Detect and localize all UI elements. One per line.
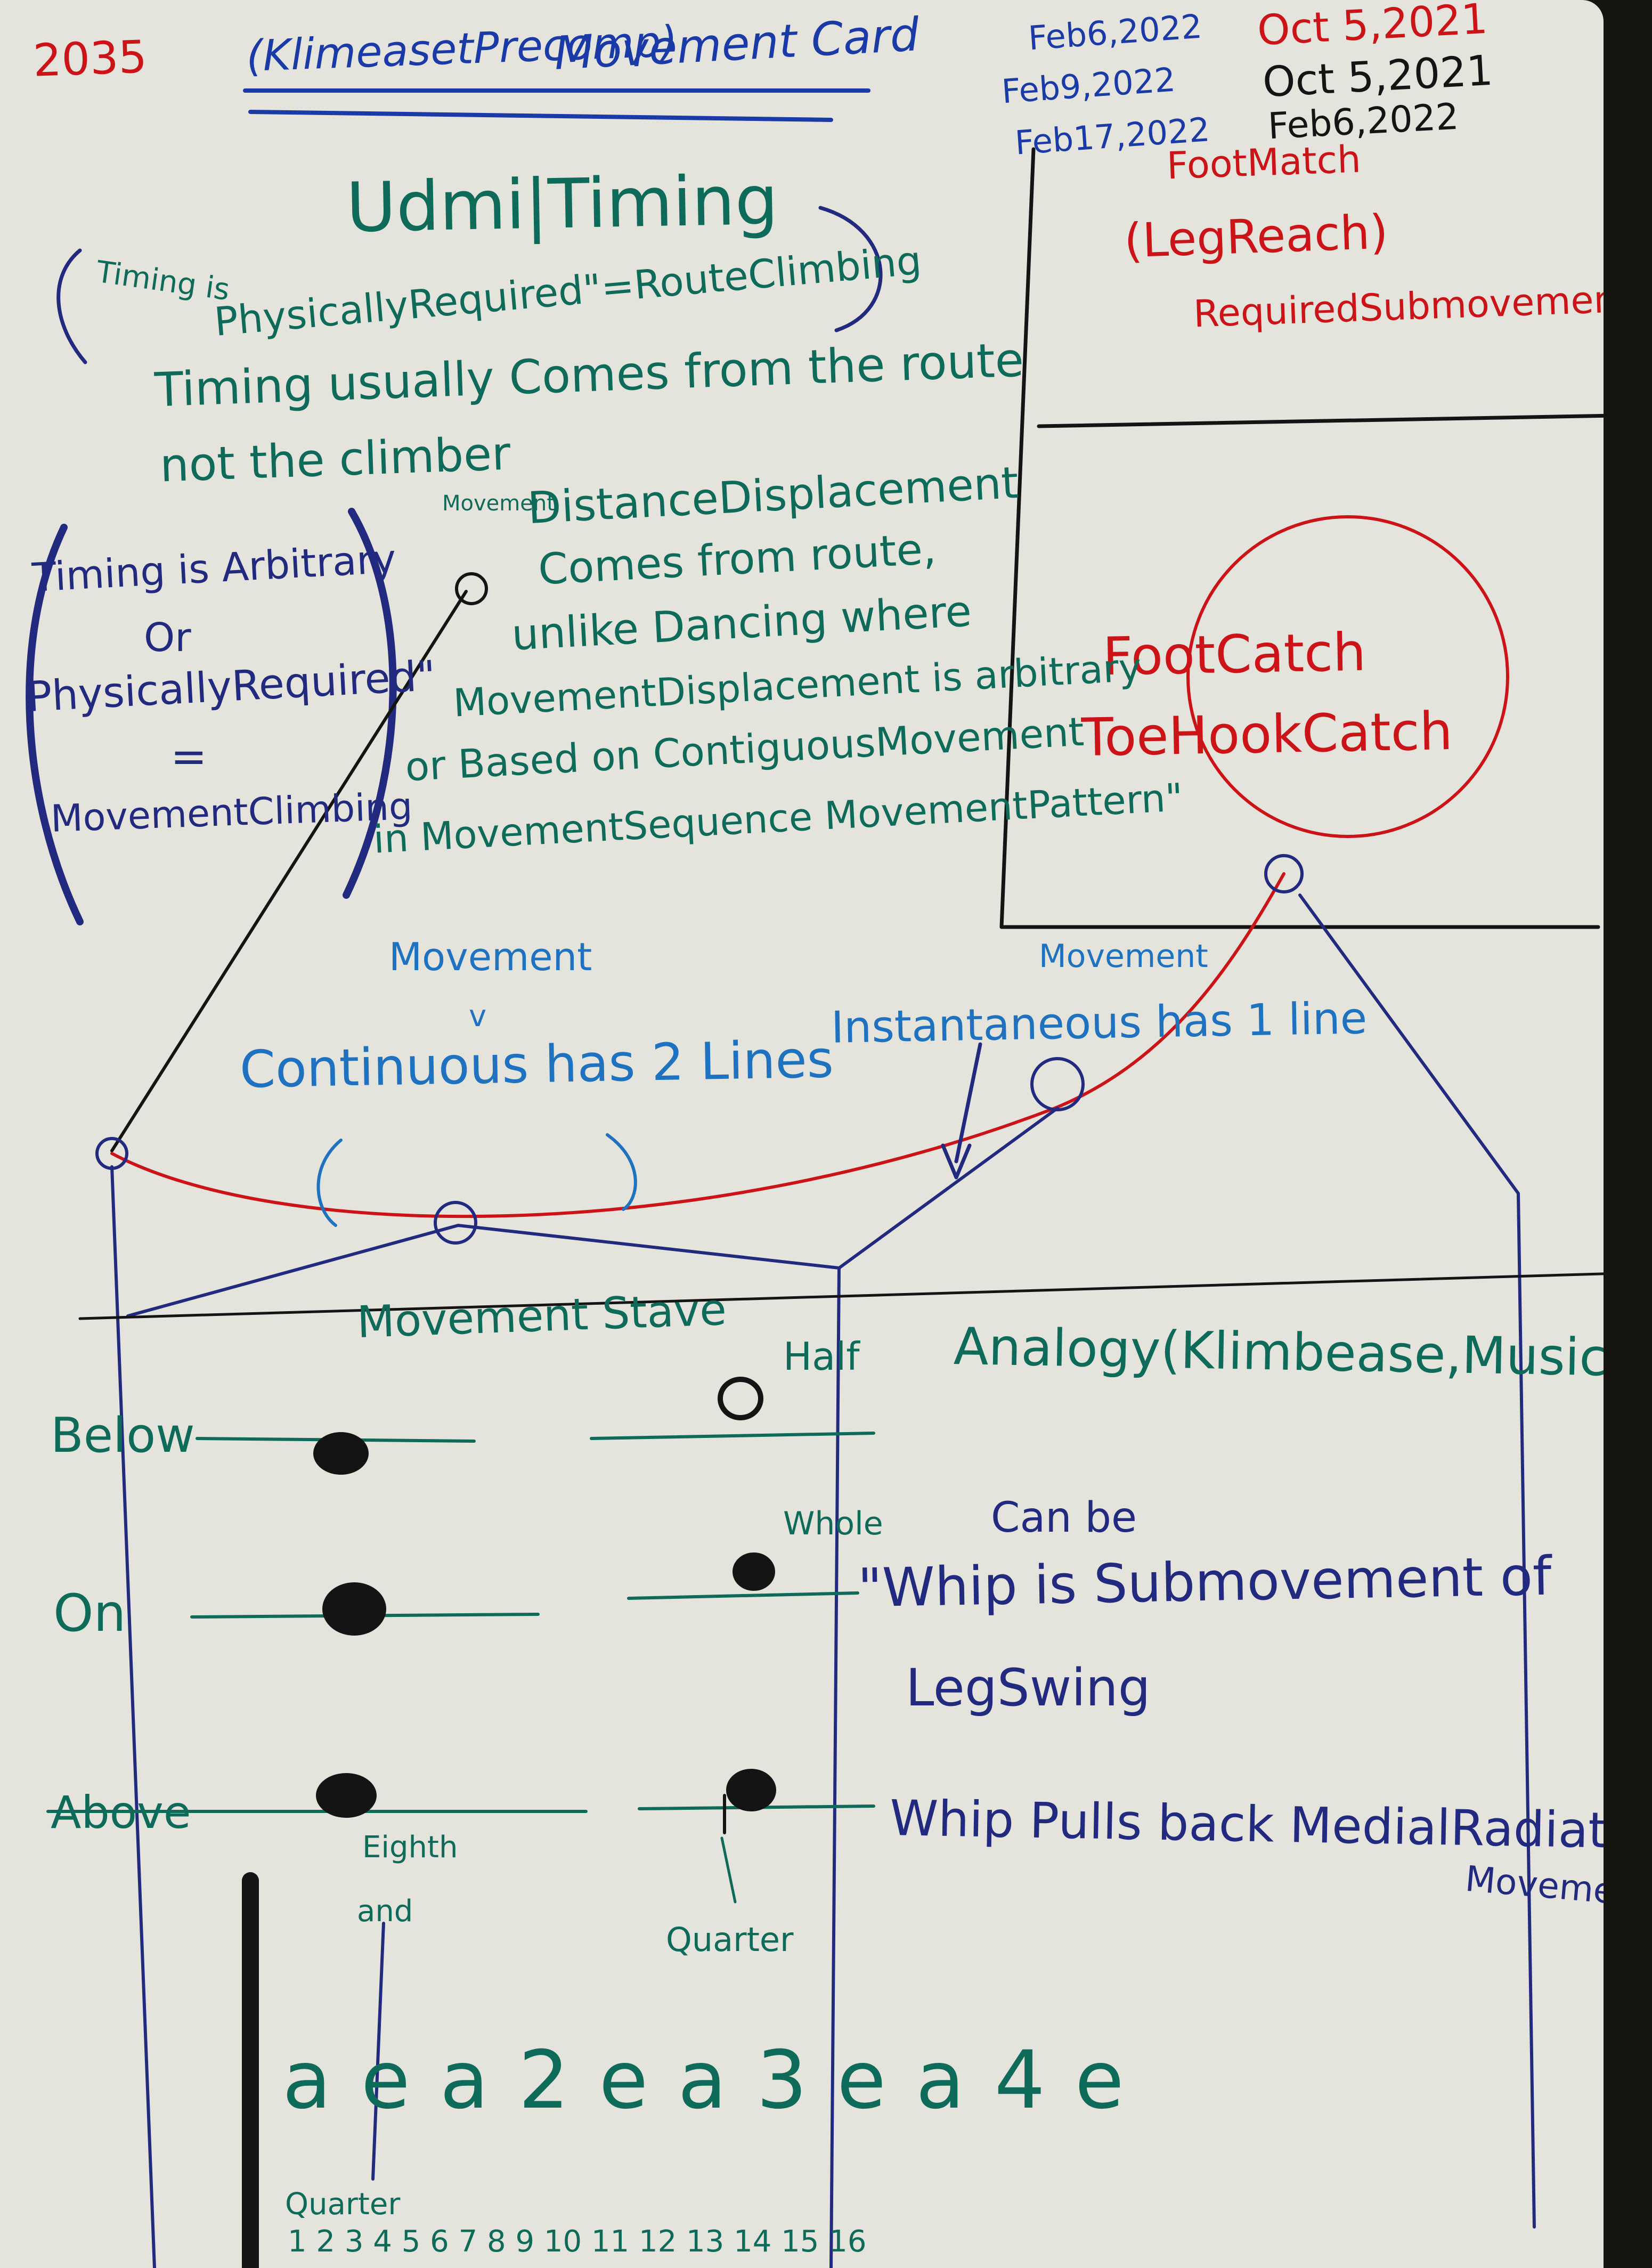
date-black-2: Feb6,2022	[1267, 95, 1460, 148]
whole-label: Whole	[783, 1505, 883, 1542]
title-underline	[243, 88, 870, 122]
continuous-paren-right	[606, 1133, 637, 1211]
note-below-left	[313, 1432, 369, 1475]
can-be-label: Can be	[991, 1494, 1137, 1542]
or-label: Or	[144, 615, 191, 661]
continuous-label: Continuous has 2 Lines	[239, 1029, 834, 1100]
tiny-arrow	[720, 1836, 737, 1904]
and-label: and	[357, 1894, 413, 1929]
brace-left	[26, 524, 84, 925]
whip-pulls-back: Whip Pulls back MedialRadiation	[889, 1790, 1604, 1860]
date-black-1: Oct 5,2021	[1261, 46, 1494, 107]
note-quarter	[726, 1769, 776, 1811]
card-number: 2035	[32, 30, 148, 87]
hold-right	[1030, 1057, 1085, 1111]
foot-catch-label: FootCatch	[1102, 622, 1367, 688]
brace-small	[56, 206, 883, 364]
row-label-below: Below	[51, 1408, 195, 1464]
stave-divider	[78, 1272, 1604, 1320]
brace-right	[343, 508, 397, 899]
sketch-lines	[26, 88, 1604, 2268]
right-box-left-edge	[999, 147, 1600, 929]
udmi-timing-heading: Udmi|Timing	[345, 160, 779, 248]
movement-caret-left: v	[469, 999, 487, 1034]
hold-top	[455, 572, 488, 605]
instantaneous-line	[126, 1107, 1059, 1318]
displacement-small-label: Movement	[442, 491, 555, 516]
note-on-left	[322, 1582, 386, 1636]
foot-match-label: FootMatch	[1166, 137, 1362, 188]
foot-catch-circle	[1186, 515, 1509, 838]
movement-stave-title: Movement Stave	[356, 1284, 728, 1348]
counting-quarter-label: Quarter	[285, 2187, 401, 2222]
notebook-page: 2035 (KlimeasetPrecomp) Movement Card Fe…	[0, 0, 1604, 2268]
eighth-label: Eighth	[362, 1830, 458, 1865]
hold-far-right	[1264, 854, 1304, 893]
right-peak	[1298, 893, 1536, 2229]
hold-mid	[434, 1201, 477, 1245]
toe-hook-catch-label: ToeHookCatch	[1081, 701, 1453, 769]
movement-line-black	[110, 590, 468, 1152]
half-label: Half	[783, 1334, 860, 1379]
instantaneous-label: Instantaneous has 1 line	[831, 993, 1368, 1053]
arrow-instantaneous	[941, 1042, 982, 1180]
note-half	[718, 1377, 763, 1420]
note-above-left	[316, 1773, 377, 1818]
quarter-label: Quarter	[666, 1920, 794, 1959]
whip-is-submovement: "Whip is Submovement of	[857, 1544, 1552, 1620]
equals-sign: =	[170, 731, 207, 782]
analogy-title: Analogy(Klimbease,Music)	[953, 1316, 1604, 1388]
sixteenths-row: 1 2 3 4 5 6 7 8 9 10 11 12 13 14 15 16	[288, 2224, 867, 2259]
vertical-left	[110, 1165, 156, 2268]
note-whole	[733, 1552, 775, 1591]
date-red: Oct 5,2021	[1256, 0, 1489, 55]
counting-row: a e a 2 e a 3 e a 4 e	[282, 2034, 1126, 2127]
right-box-divider	[1037, 413, 1604, 428]
movement-label-right: Movement	[1039, 938, 1208, 975]
leg-reach-label: (LegReach)	[1123, 204, 1389, 269]
not-the-climber: not the climber	[159, 427, 511, 493]
row-label-above: Above	[51, 1786, 191, 1839]
continuous-curve-red	[110, 872, 1285, 1218]
staff-lines	[46, 1432, 875, 1813]
movement-label-left: Movement	[389, 934, 592, 979]
count-divider	[371, 1922, 385, 2181]
leg-swing-label: LegSwing	[906, 1658, 1151, 1718]
continuous-paren-left	[316, 1139, 343, 1227]
row-label-on: On	[53, 1583, 126, 1643]
